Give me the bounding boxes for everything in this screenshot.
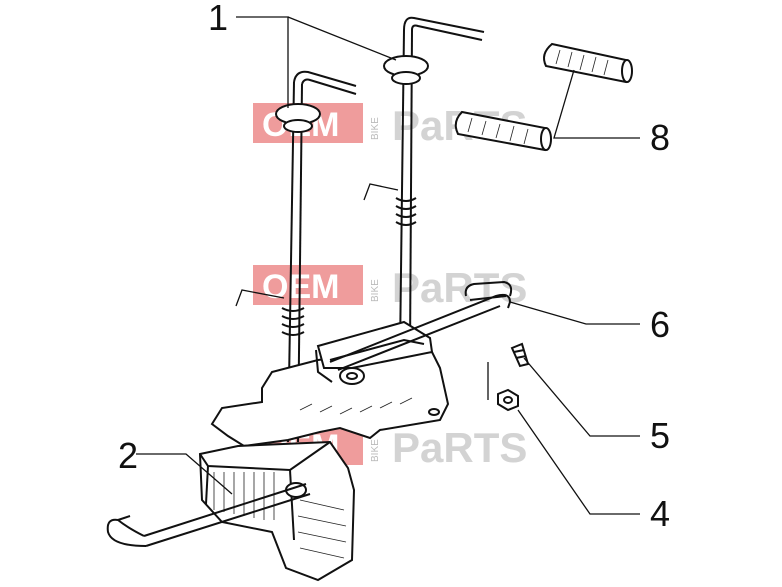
rod-right [363,16,485,353]
grip-lower [454,110,552,152]
watermark-side: BIKE [370,117,381,140]
lower-bracket [198,440,356,582]
watermark-middle: OEM BIKE PaRTS [253,264,527,311]
grip-parts [454,42,633,152]
watermark-suffix: PaRTS [392,264,527,311]
callout-6: 6 [650,304,670,345]
watermark-suffix: PaRTS [392,424,527,471]
screw [487,342,530,400]
callout-2: 2 [118,435,138,476]
rod-left [235,70,357,443]
callout-5: 5 [650,415,670,456]
hook-bar-right [329,280,513,371]
callout-4: 4 [650,493,670,534]
leader-lines [136,16,640,515]
nut [497,388,519,412]
grip-upper [543,42,633,84]
hook-bar-left [106,483,311,547]
watermark-side: BIKE [370,439,381,462]
watermark-side: BIKE [370,279,381,302]
callout-8: 8 [650,117,670,158]
callout-1: 1 [208,0,228,38]
